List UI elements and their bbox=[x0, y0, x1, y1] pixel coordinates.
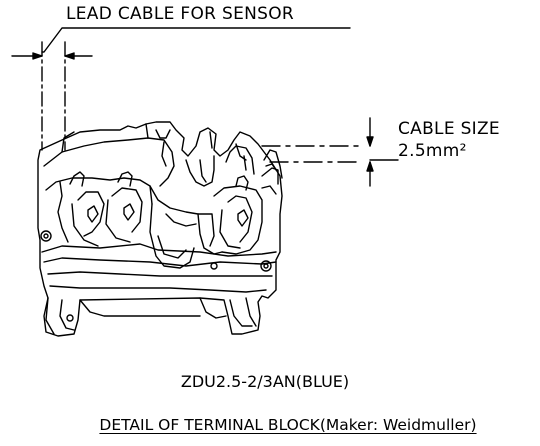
model-text: ZDU2.5-2/3AN(BLUE) bbox=[180, 372, 350, 391]
detail-text: DETAIL OF TERMINAL BLOCK(Maker: Weidmull… bbox=[99, 416, 477, 434]
model-label: ZDU2.5-2/3AN(BLUE) bbox=[0, 372, 540, 391]
cable-size-dimension bbox=[262, 118, 398, 186]
terminal-block-body bbox=[38, 122, 282, 336]
cable-size-title: CABLE SIZE bbox=[398, 119, 500, 139]
lead-cable-label: LEAD CABLE FOR SENSOR bbox=[66, 4, 295, 24]
lead-cable-leader bbox=[12, 28, 350, 150]
detail-caption: DETAIL OF TERMINAL BLOCK(Maker: Weidmull… bbox=[0, 416, 540, 434]
cable-size-value: 2.5mm² bbox=[398, 141, 467, 161]
